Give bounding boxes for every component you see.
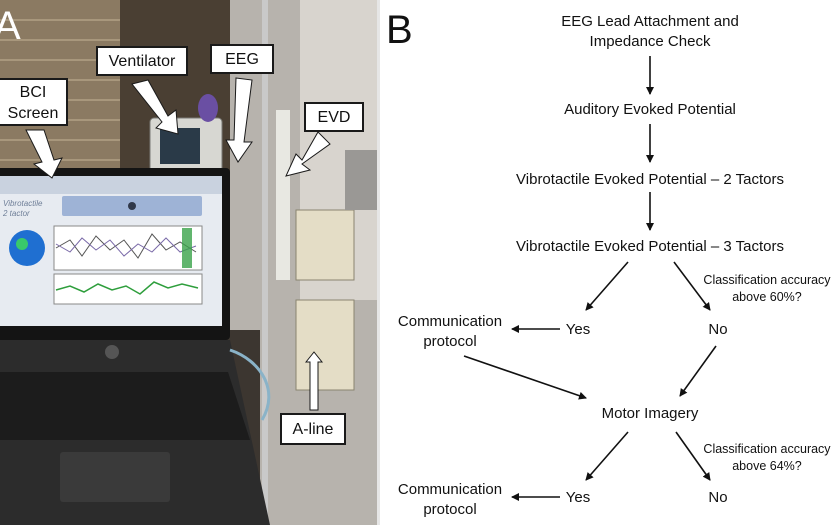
aline-label: A-line <box>280 413 346 445</box>
node-communication-1: Communication protocol <box>397 313 503 350</box>
flowchart-connectors <box>463 56 717 501</box>
node-accuracy-60: Classification accuracy above 60%? <box>703 273 831 304</box>
evd-column <box>276 110 290 280</box>
node-yes-1: Yes <box>565 321 591 338</box>
ventilator-screen <box>160 128 200 164</box>
aline-panel <box>295 299 355 391</box>
eeg-label: EEG <box>210 44 274 74</box>
node-communication-2: Communication protocol <box>397 481 503 518</box>
eeg-cable <box>229 348 271 421</box>
arrow-no1-to-motor <box>679 345 717 397</box>
keyboard <box>0 372 250 440</box>
panel-divider <box>377 0 380 525</box>
node-no-2: No <box>708 489 728 506</box>
patient-head <box>345 150 377 210</box>
node-auditory-ep: Auditory Evoked Potential <box>564 101 736 118</box>
panel-a-photo: Vibrotactile 2 tactor <box>0 0 377 525</box>
ventilator-label: Ventilator <box>96 46 188 76</box>
bci-highlight-bar <box>182 228 192 268</box>
bci-titlebar <box>0 176 222 194</box>
panel-a-letter: A <box>0 4 21 48</box>
evd-panel <box>295 209 355 281</box>
ventilator-arrow <box>131 79 179 135</box>
evd-label: EVD <box>304 102 364 132</box>
iv-bag <box>198 94 218 122</box>
node-vibrotactile-2: Vibrotactile Evoked Potential – 2 Tactor… <box>516 171 784 188</box>
eeg-arrow <box>225 77 253 163</box>
node-accuracy-64: Classification accuracy above 64%? <box>703 442 831 473</box>
node-vibrotactile-3: Vibrotactile Evoked Potential – 3 Tactor… <box>516 238 784 255</box>
node-yes-2: Yes <box>565 489 591 506</box>
bci-title-line2: 2 tactor <box>2 209 30 218</box>
arrow-motor-to-no2 <box>675 431 711 481</box>
arrow-vt3-to-yes1 <box>585 261 629 311</box>
aline-arrow <box>304 351 324 411</box>
callout-arrows <box>25 77 331 411</box>
bci-eeg-trace-2 <box>55 237 197 257</box>
laptop-logo <box>105 345 119 359</box>
arrow-motor-to-yes2 <box>585 431 629 481</box>
panel-b-letter: B <box>386 8 413 52</box>
icu-photo: Vibrotactile 2 tactor <box>0 0 377 525</box>
node-motor-imagery: Motor Imagery <box>601 405 699 422</box>
touchpad <box>60 452 170 502</box>
bci-arrow <box>25 129 63 179</box>
bci-accuracy-trace <box>55 281 199 295</box>
bci-cursor <box>128 202 136 210</box>
bci-brain-hotspot <box>16 238 28 250</box>
bci-eeg-plot <box>53 225 203 271</box>
node-no-1: No <box>708 321 728 338</box>
bci-title-line1: Vibrotactile <box>3 199 43 208</box>
bci-eeg-trace-1 <box>55 233 197 259</box>
bci-screen-label: BCI Screen <box>0 78 68 126</box>
arrow-comm1-to-motor <box>463 355 587 400</box>
panel-b-flowchart: B EEG Lead Attachment and Impedance Chec… <box>380 0 840 525</box>
evd-arrow <box>285 131 331 177</box>
arrow-vt3-to-no1 <box>673 261 711 311</box>
iv-pole <box>262 0 268 525</box>
node-eeg-attachment: EEG Lead Attachment and Impedance Check <box>561 13 739 50</box>
bci-brain-map <box>9 230 45 266</box>
